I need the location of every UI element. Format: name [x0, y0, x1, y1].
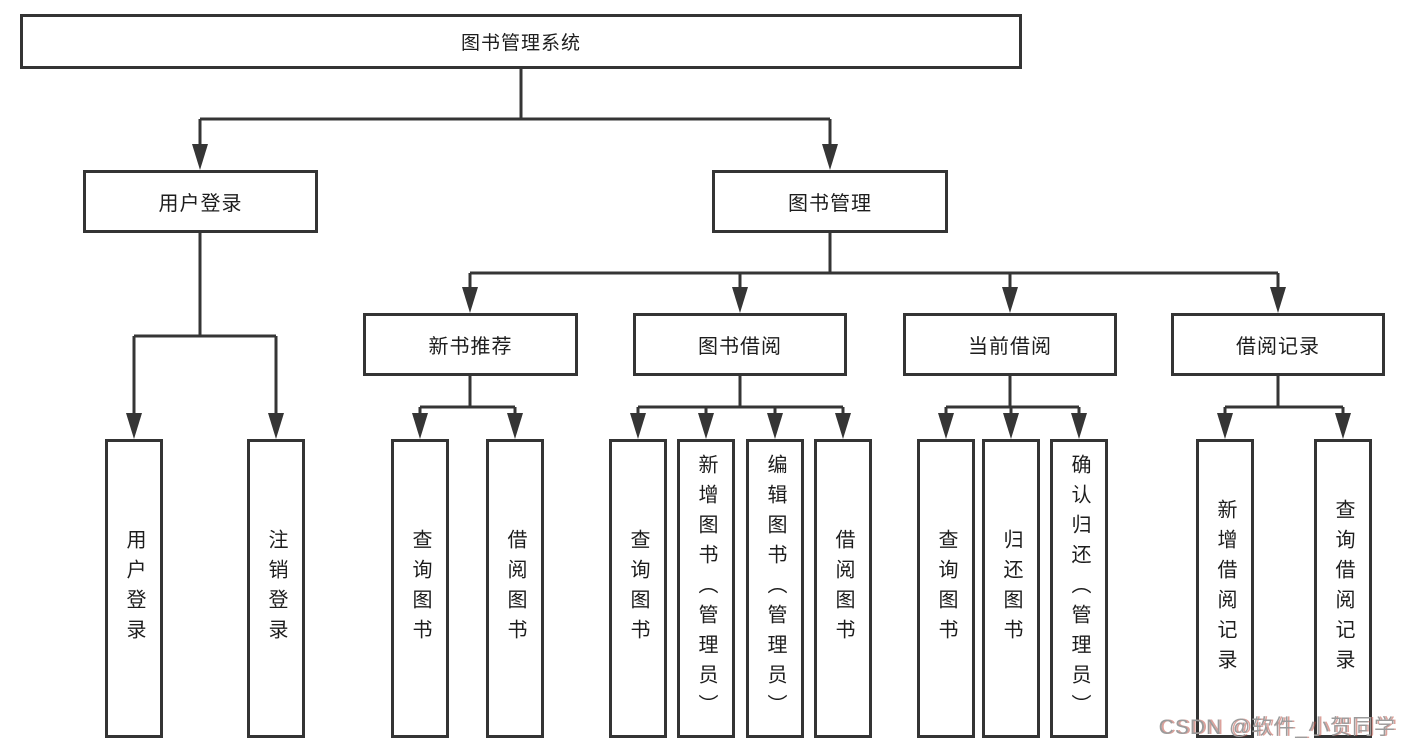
connector-book-management-fork: [468, 233, 1280, 289]
leaf-query-borrow-record: 查询借阅记录: [1314, 439, 1372, 738]
leaf-confirm-return-admin: 确认归还（管理员）: [1050, 439, 1108, 738]
leaf-query-books-recommend-label: 查询图书: [409, 528, 431, 649]
node-current-borrow: 当前借阅: [903, 313, 1117, 376]
leaf-edit-books-admin-label: 编辑图书（管理员）: [764, 453, 786, 724]
leaf-add-borrow-record-label: 新增借阅记录: [1214, 498, 1236, 679]
connector-current-borrow-fork: [944, 376, 1081, 415]
arrowhead: [1217, 413, 1233, 439]
arrowhead: [767, 413, 783, 439]
node-user-login: 用户登录: [83, 170, 318, 233]
leaf-query-books-borrow: 查询图书: [609, 439, 667, 738]
leaf-logout-login: 注销登录: [247, 439, 305, 738]
leaf-query-books-current-label: 查询图书: [935, 528, 957, 649]
connector-borrow-records-fork: [1223, 376, 1345, 415]
connector-root-fork: [198, 69, 832, 146]
arrowhead: [698, 413, 714, 439]
leaf-return-books-label: 归还图书: [1000, 528, 1022, 649]
arrowhead: [507, 413, 523, 439]
leaf-borrow-books-recommend: 借阅图书: [486, 439, 544, 738]
connector-user-login-fork: [132, 233, 278, 415]
leaf-borrow-books-recommend-label: 借阅图书: [504, 528, 526, 649]
leaf-return-books: 归还图书: [982, 439, 1040, 738]
leaf-borrow-books-label: 借阅图书: [832, 528, 854, 649]
arrowhead: [822, 144, 838, 170]
arrowhead: [412, 413, 428, 439]
arrowhead: [732, 287, 748, 313]
leaf-user-login: 用户登录: [105, 439, 163, 738]
node-book-management: 图书管理: [712, 170, 948, 233]
leaf-confirm-return-admin-label: 确认归还（管理员）: [1068, 453, 1090, 724]
node-system-root: 图书管理系统: [20, 14, 1022, 69]
connector-new-book-fork: [418, 376, 517, 415]
node-new-book-recommend: 新书推荐: [363, 313, 578, 376]
leaf-logout-login-label: 注销登录: [265, 528, 287, 649]
arrowhead: [1335, 413, 1351, 439]
node-book-borrow: 图书借阅: [633, 313, 847, 376]
arrowhead: [268, 413, 284, 439]
leaf-edit-books-admin: 编辑图书（管理员）: [746, 439, 804, 738]
leaf-query-borrow-record-label: 查询借阅记录: [1332, 498, 1354, 679]
leaf-add-borrow-record: 新增借阅记录: [1196, 439, 1254, 738]
arrowhead: [835, 413, 851, 439]
node-borrow-records: 借阅记录: [1171, 313, 1385, 376]
arrowhead: [630, 413, 646, 439]
leaf-query-books-borrow-label: 查询图书: [627, 528, 649, 649]
leaf-borrow-books: 借阅图书: [814, 439, 872, 738]
leaf-query-books-recommend: 查询图书: [391, 439, 449, 738]
leaf-user-login-label: 用户登录: [123, 528, 145, 649]
leaf-query-books-current: 查询图书: [917, 439, 975, 738]
arrowhead: [1002, 287, 1018, 313]
connector-book-borrow-fork: [636, 376, 845, 415]
arrowhead: [1270, 287, 1286, 313]
arrowhead: [126, 413, 142, 439]
arrowhead: [1003, 413, 1019, 439]
arrowhead: [192, 144, 208, 170]
leaf-add-books-admin: 新增图书（管理员）: [677, 439, 735, 738]
leaf-add-books-admin-label: 新增图书（管理员）: [695, 453, 717, 724]
arrowhead: [1071, 413, 1087, 439]
arrowhead: [462, 287, 478, 313]
arrowhead: [938, 413, 954, 439]
